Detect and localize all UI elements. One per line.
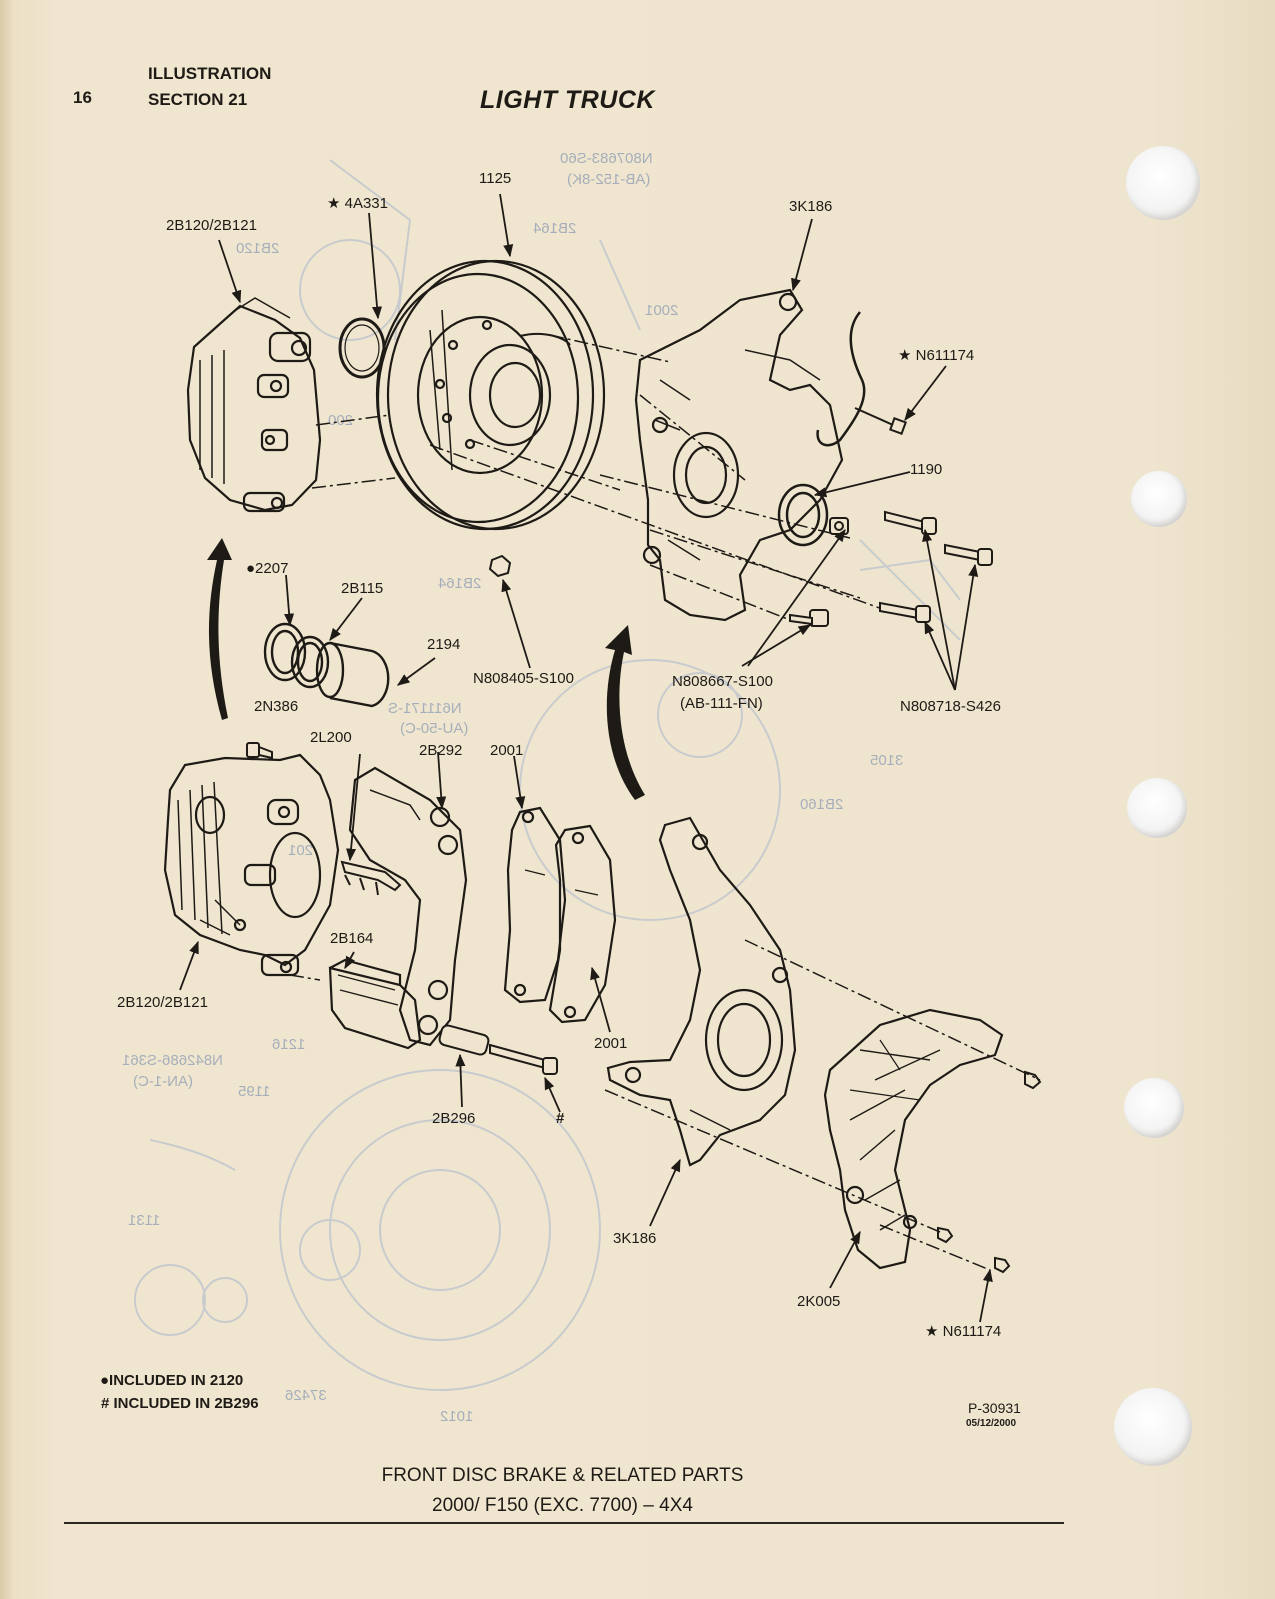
page-number: 16 <box>73 88 92 107</box>
steering-knuckle-top <box>634 288 844 622</box>
piston-assembly <box>263 622 390 708</box>
figure-code: P-30931 <box>968 1400 1021 1416</box>
binder-hole-3 <box>1127 778 1187 838</box>
binder-hole-1 <box>1126 146 1200 220</box>
guide-bolt-2b296 <box>438 1024 558 1075</box>
illustration-label: ILLUSTRATION <box>148 64 272 83</box>
callout-2001-top: 2001 <box>490 742 524 759</box>
callout-4a331: ★ 4A331 <box>327 195 388 212</box>
binder-hole-5 <box>1114 1388 1192 1466</box>
steering-knuckle-bottom <box>606 816 797 1167</box>
legend-dot-note: ●INCLUDED IN 2120 <box>100 1372 244 1389</box>
clip-2l200 <box>340 860 402 896</box>
callout-2b292: 2B292 <box>419 742 463 759</box>
binder-hole-4 <box>1124 1078 1184 1138</box>
callout-2b115: 2B115 <box>341 580 384 597</box>
callout-1190: 1190 <box>910 461 943 478</box>
leader-lines <box>179 193 993 1323</box>
bolt-n611174-top <box>854 407 907 435</box>
abs-sensor-cable <box>816 311 866 447</box>
caliper-top <box>186 297 322 513</box>
nut-n808405 <box>488 554 512 578</box>
page-title: LIGHT TRUCK <box>480 86 655 114</box>
callout-3k186-top: 3K186 <box>789 198 833 215</box>
curved-arrow-right <box>605 625 645 800</box>
legend-hash-note: # INCLUDED IN 2B296 <box>101 1395 259 1412</box>
curved-arrow-left <box>207 538 232 720</box>
ghost-drawing <box>134 159 961 1391</box>
anchor-plate-2b292 <box>348 766 468 1047</box>
figure-date: 05/12/2000 <box>966 1418 1017 1429</box>
section-label: SECTION 21 <box>148 90 248 109</box>
callout-n808667: N808667-S100 <box>672 673 773 690</box>
callout-n808405: N808405-S100 <box>473 670 574 687</box>
callout-2k005: 2K005 <box>797 1293 841 1310</box>
callout-n808718: N808718-S426 <box>900 698 1001 715</box>
brake-pads-2001 <box>503 806 617 1024</box>
callout-2194: 2194 <box>427 636 461 653</box>
callout-2b120-bottom: 2B120/2B121 <box>117 994 208 1011</box>
caption-line-2: 2000/ F150 (EXC. 7700) – 4X4 <box>432 1495 693 1516</box>
callout-3k186-bottom: 3K186 <box>613 1230 657 1247</box>
seal-1190 <box>777 483 829 547</box>
callout-2l200: 2L200 <box>310 729 352 746</box>
shield-bolts <box>937 1070 1042 1274</box>
callout-2001-bottom: 2001 <box>594 1035 628 1052</box>
caliper-bottom <box>163 753 340 977</box>
brake-rotor-1125 <box>375 259 606 531</box>
o-ring-inner <box>344 324 380 372</box>
splash-shield-2k005 <box>823 1008 1004 1270</box>
footer-rule <box>64 1522 1064 1524</box>
callout-2n386: 2N386 <box>254 698 299 715</box>
callout-2b120-top: 2B120/2B121 <box>166 217 257 234</box>
brake-pad-2b164 <box>328 958 422 1050</box>
callout-2b296: 2B296 <box>432 1110 476 1127</box>
callout-hash: # <box>556 1110 565 1127</box>
callout-1125: 1125 <box>479 170 512 187</box>
alignment-lines <box>289 334 1041 1271</box>
callout-n808667-sub: (AB-111-FN) <box>680 695 763 712</box>
callout-2207: ●2207 <box>246 560 289 577</box>
o-ring-4a331 <box>338 317 386 379</box>
callout-2b164: 2B164 <box>330 930 374 947</box>
callout-n611174-bottom: ★ N611174 <box>925 1323 1002 1340</box>
pin-2n386 <box>246 742 273 760</box>
callout-n611174-top: ★ N611174 <box>898 347 975 364</box>
binder-hole-2 <box>1131 471 1187 527</box>
hub-bolts <box>789 510 993 627</box>
caption-line-1: FRONT DISC BRAKE & RELATED PARTS <box>381 1465 744 1486</box>
